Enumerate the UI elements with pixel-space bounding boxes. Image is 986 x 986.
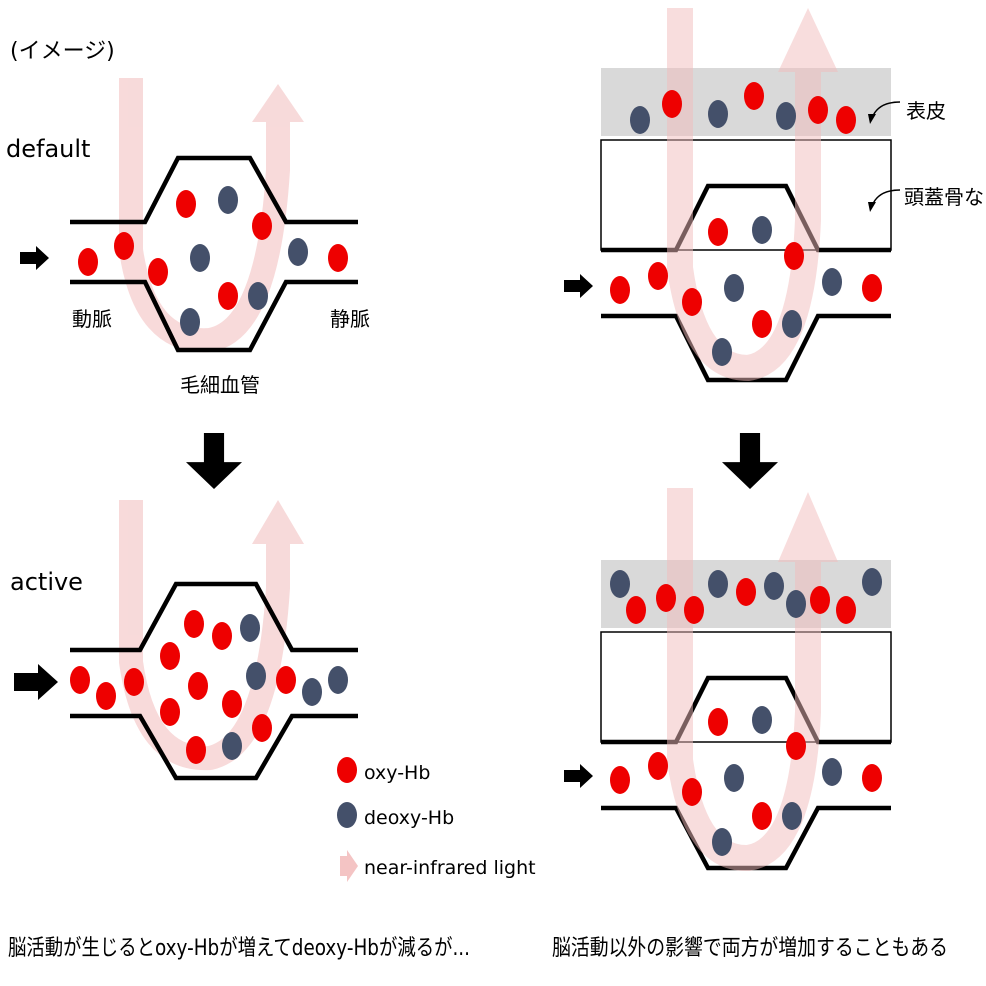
vessel-upper-wall — [601, 183, 891, 253]
blood-cells — [610, 706, 882, 856]
flow-arrow-small — [564, 764, 593, 788]
flow-arrow-small — [564, 274, 593, 298]
skin-blood-cells — [630, 82, 856, 134]
flow-arrow-large — [14, 664, 58, 700]
transition-arrow-right — [722, 433, 778, 489]
legend-light-label: near-infrared light — [364, 857, 536, 879]
transition-arrow-left — [186, 433, 242, 489]
skull-box — [600, 631, 892, 743]
blood-cells — [78, 186, 348, 336]
legend-deoxy-swatch — [337, 802, 357, 828]
light-path — [119, 78, 304, 353]
legend-light-swatch — [340, 850, 358, 882]
flow-arrow-small — [20, 246, 49, 270]
panel-left-default: (イメージ) default 動脈 静脈 毛細血管 — [6, 39, 370, 397]
light-path — [119, 500, 304, 771]
panel-right-active — [564, 488, 892, 871]
skull-label: 頭蓋骨など — [904, 185, 986, 209]
default-label: default — [6, 135, 90, 163]
panel-left-active: active — [10, 500, 358, 781]
active-label: active — [10, 568, 83, 596]
vessel-upper-wall — [70, 581, 358, 653]
panel-right-default: 表皮 頭蓋骨など — [564, 8, 986, 383]
skin-label: 表皮 — [906, 99, 946, 123]
image-note-label: (イメージ) — [10, 39, 115, 64]
skin-blood-cells — [610, 568, 882, 624]
vessel-upper-wall — [70, 155, 358, 225]
skull-box — [600, 139, 892, 251]
vessel-lower-wall — [70, 279, 358, 353]
caption-right: 脳活動以外の影響で両方が増加することもある — [552, 936, 948, 961]
caption-left: 脳活動が生じるとoxy-Hbが増えてdeoxy-Hbが減るが... — [8, 936, 470, 961]
light-path — [667, 488, 838, 871]
legend: oxy-Hb deoxy-Hb near-infrared light — [337, 757, 536, 882]
vessel-lower-wall — [70, 713, 358, 781]
blood-cells — [70, 610, 348, 764]
vein-label: 静脈 — [330, 307, 370, 331]
vessel-upper-wall — [601, 675, 891, 745]
blood-cells — [610, 216, 882, 366]
legend-deoxy-label: deoxy-Hb — [364, 807, 454, 829]
capillary-label: 毛細血管 — [180, 373, 260, 397]
legend-oxy-swatch — [337, 757, 357, 783]
legend-oxy-label: oxy-Hb — [364, 762, 430, 784]
artery-label: 動脈 — [72, 307, 112, 331]
